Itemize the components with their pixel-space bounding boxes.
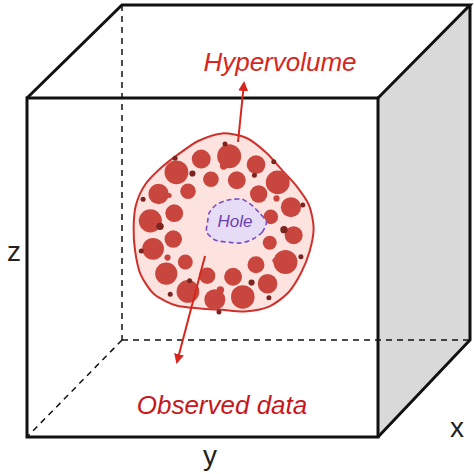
hole-outline bbox=[206, 199, 266, 243]
observed-point bbox=[167, 193, 172, 198]
observed-point bbox=[280, 226, 287, 233]
observed-point bbox=[165, 160, 189, 184]
observed-point bbox=[187, 278, 192, 283]
observed-point bbox=[271, 159, 276, 164]
hypervolume-group bbox=[134, 133, 314, 314]
observed-point bbox=[216, 309, 221, 314]
observed-point bbox=[250, 185, 267, 202]
observed-point bbox=[141, 197, 146, 202]
cube-hidden-edge bbox=[122, 339, 470, 341]
observed-point bbox=[266, 171, 290, 195]
observed-point bbox=[168, 292, 173, 297]
axis-label: x bbox=[450, 413, 464, 444]
cube-top-edges bbox=[27, 5, 470, 98]
observed-point bbox=[252, 173, 257, 178]
observed-point bbox=[273, 250, 297, 274]
observed-point bbox=[156, 223, 163, 230]
observed-point bbox=[298, 254, 303, 259]
observed-point bbox=[189, 170, 195, 176]
leader-arrow bbox=[238, 83, 244, 142]
hole-label: Hole bbox=[218, 212, 253, 232]
observed-point bbox=[165, 204, 183, 222]
observed-data-label: Observed data bbox=[137, 391, 308, 420]
observed-point bbox=[178, 255, 193, 270]
hypervolume-label: Hypervolume bbox=[203, 48, 356, 77]
observed-point bbox=[247, 256, 264, 273]
axis-label: z bbox=[7, 237, 21, 268]
cube-hidden-edge bbox=[121, 5, 123, 340]
observed-point bbox=[231, 285, 255, 309]
observed-point bbox=[258, 274, 278, 294]
observed-point bbox=[281, 197, 301, 217]
observed-point bbox=[148, 184, 168, 204]
observed-point bbox=[266, 295, 271, 300]
observed-point bbox=[273, 195, 279, 201]
cube-hidden-edge bbox=[27, 340, 122, 437]
observed-point bbox=[228, 171, 246, 189]
axis-label: y bbox=[203, 441, 217, 472]
cube-side-face bbox=[378, 5, 470, 437]
observed-point bbox=[263, 236, 277, 250]
observed-point bbox=[139, 249, 144, 254]
observed-point bbox=[272, 258, 277, 263]
cube-front-face bbox=[27, 98, 378, 437]
observed-point bbox=[173, 156, 178, 161]
hypervolume-outline bbox=[134, 133, 314, 311]
observed-point bbox=[217, 286, 224, 293]
cube-side-edges bbox=[378, 5, 470, 437]
observed-point bbox=[300, 202, 305, 207]
observed-point bbox=[164, 254, 170, 260]
observed-point bbox=[192, 150, 211, 169]
observed-point bbox=[247, 155, 266, 174]
hole-region: Hole bbox=[202, 196, 268, 248]
observed-point bbox=[224, 268, 242, 286]
observed-point bbox=[142, 238, 164, 260]
leader-arrow bbox=[177, 256, 205, 362]
observed-point bbox=[223, 142, 228, 147]
observed-point bbox=[180, 184, 196, 200]
observed-point bbox=[203, 171, 219, 187]
observed-point bbox=[220, 162, 227, 169]
observed-point bbox=[155, 262, 177, 284]
observed-point bbox=[164, 230, 182, 248]
observed-point bbox=[248, 279, 254, 285]
